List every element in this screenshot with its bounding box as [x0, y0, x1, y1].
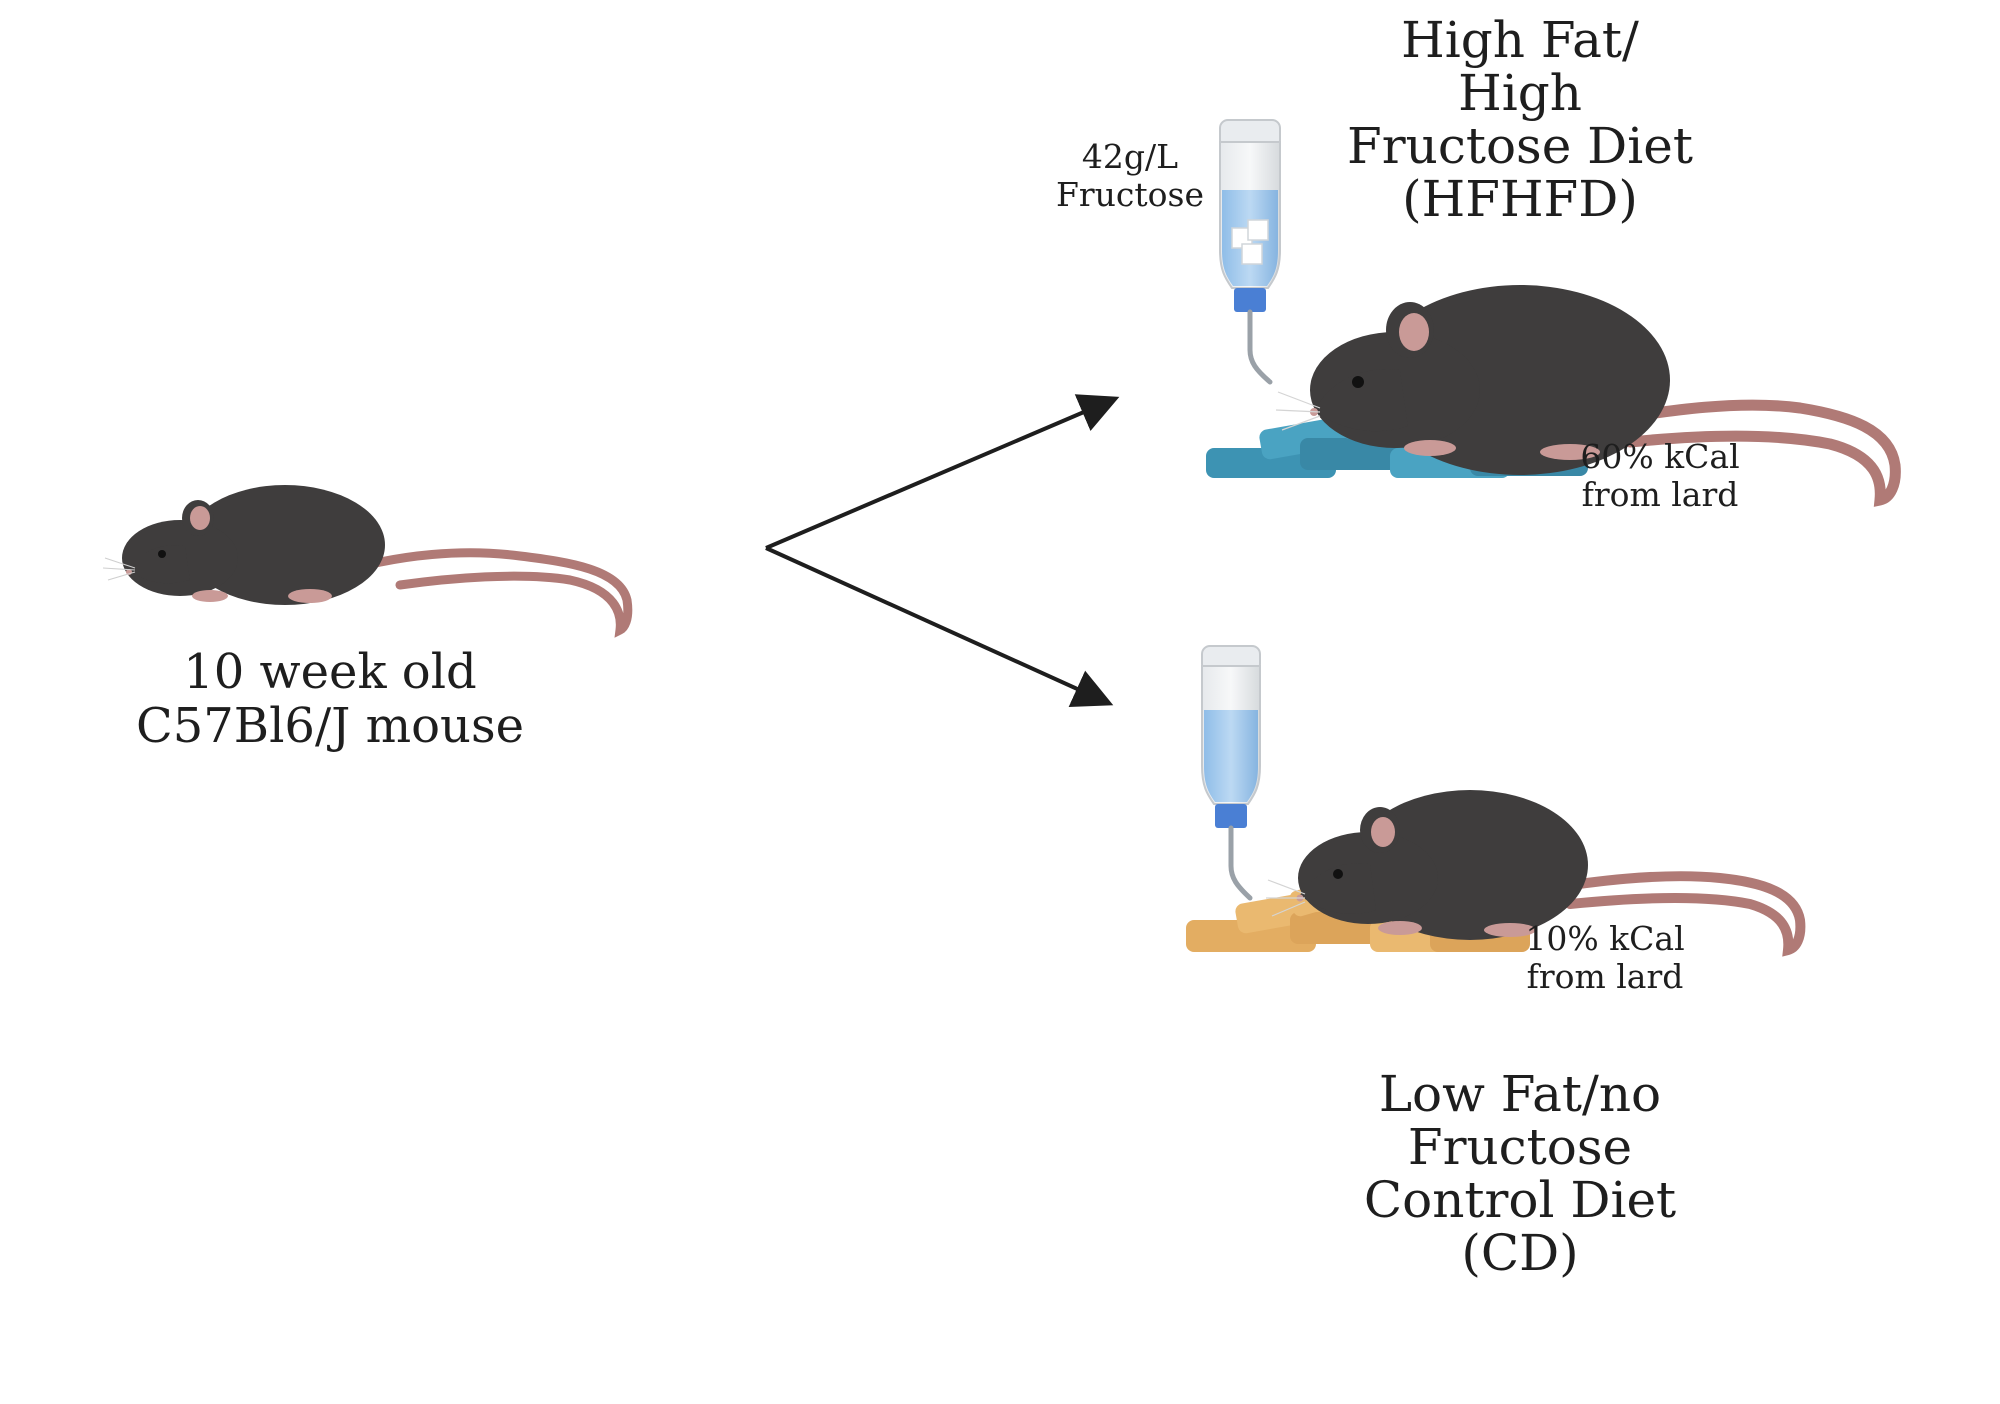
- start-mouse-label: 10 week old C57Bl6/J mouse: [110, 645, 550, 753]
- cd-fat-line-2: from lard: [1526, 957, 1684, 996]
- start-label-line-2: C57Bl6/J mouse: [135, 698, 524, 754]
- mouse-icon: [1266, 790, 1806, 957]
- hfhfd-title-line-2: High: [1458, 64, 1582, 122]
- fructose-label-line-1: 42g/L: [1081, 137, 1179, 176]
- mouse-icon: [102, 485, 633, 638]
- start-label-line-1: 10 week old: [183, 644, 477, 700]
- water-bottle-icon: [1219, 119, 1281, 385]
- hfhfd-fat-label: 60% kCal from lard: [1560, 438, 1760, 514]
- arrow-icon: [765, 546, 1114, 708]
- cd-title-line-2: Fructose: [1407, 1118, 1633, 1176]
- hfhfd-fat-line-2: from lard: [1581, 475, 1739, 514]
- arrow-icon: [765, 394, 1120, 550]
- water-bottle-icon: [1201, 645, 1261, 901]
- cd-fat-label: 10% kCal from lard: [1505, 920, 1705, 996]
- fructose-water-label: 42g/L Fructose: [1040, 138, 1220, 214]
- hfhfd-diet-title: High Fat/ High Fructose Diet (HFHFD): [1340, 14, 1700, 226]
- hfhfd-title-line-3: Fructose Diet: [1347, 117, 1693, 175]
- cd-diet-title: Low Fat/no Fructose Control Diet (CD): [1330, 1068, 1710, 1280]
- branch-arrows: [765, 394, 1120, 708]
- sugar-cube-icon: [1231, 219, 1269, 265]
- hfhfd-title-line-4: (HFHFD): [1402, 170, 1638, 228]
- fructose-label-line-2: Fructose: [1055, 175, 1204, 214]
- cd-title-line-1: Low Fat/no: [1378, 1065, 1662, 1123]
- hfhfd-fat-line-1: 60% kCal: [1580, 437, 1740, 476]
- cd-title-line-4: (CD): [1461, 1224, 1579, 1282]
- hfhfd-title-line-1: High Fat/: [1401, 11, 1639, 69]
- cd-title-line-3: Control Diet: [1363, 1171, 1677, 1229]
- mouse-icon: [1275, 285, 1901, 507]
- cd-fat-line-1: 10% kCal: [1525, 919, 1685, 958]
